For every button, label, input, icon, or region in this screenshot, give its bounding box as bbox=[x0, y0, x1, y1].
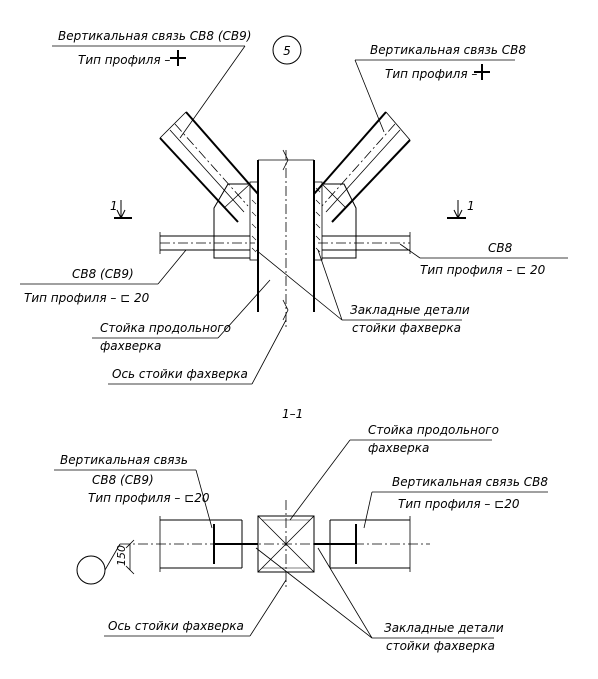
right-diagonal-brace bbox=[313, 111, 411, 223]
section-right-profile: Тип профиля – ⊏20 bbox=[398, 497, 520, 511]
central-post bbox=[257, 149, 315, 330]
sv8sv9-profile: Тип профиля – ⊏ 20 bbox=[24, 291, 150, 305]
section-left-title1: Вертикальная связь bbox=[60, 453, 188, 467]
left-diagonal-brace bbox=[159, 111, 259, 223]
section-post-line2: фахверка bbox=[368, 441, 429, 455]
gusset-plate-right bbox=[322, 183, 357, 259]
left-brace-title: Вертикальная связь СВ8 (СВ9) bbox=[58, 29, 251, 43]
embedded-plate-left bbox=[249, 181, 259, 261]
post-label-line2: фахверка bbox=[100, 339, 161, 353]
dimension-150: 150 bbox=[115, 539, 135, 575]
sv8-title: СВ8 bbox=[488, 241, 513, 255]
section-embedded-line2: стойки фахверка bbox=[386, 639, 495, 653]
sv8-profile: Тип профиля – ⊏ 20 bbox=[420, 263, 546, 277]
dimension-value: 150 bbox=[115, 545, 128, 566]
embedded-label-line2: стойки фахверка bbox=[352, 321, 461, 335]
section-cut-mark-right: 1 bbox=[447, 199, 475, 220]
left-horizontal-channel bbox=[159, 232, 255, 254]
angle-profile-icon bbox=[170, 50, 186, 66]
post-label-line1: Стойка продольного bbox=[100, 321, 231, 335]
section-post-line1: Стойка продольного bbox=[368, 423, 499, 437]
section-cut-mark-left: 1 bbox=[110, 199, 132, 220]
right-brace-title: Вертикальная связь СВ8 bbox=[370, 43, 526, 57]
cut-mark-label-left: 1 bbox=[110, 199, 118, 213]
right-brace-profile: Тип профиля – bbox=[385, 67, 477, 81]
gusset-plate-left bbox=[213, 183, 250, 259]
section-left-profile: Тип профиля – ⊏20 bbox=[88, 491, 210, 505]
cut-mark-label-right: 1 bbox=[467, 199, 475, 213]
axis-bubble bbox=[76, 555, 106, 585]
section-embedded-line1: Закладные детали bbox=[384, 621, 504, 635]
right-horizontal-channel bbox=[318, 232, 411, 254]
section-title: 1–1 bbox=[282, 407, 303, 421]
angle-profile-icon-right bbox=[474, 64, 490, 80]
axis-label-top: Ось стойки фахверка bbox=[112, 367, 248, 381]
node-number: 5 bbox=[283, 44, 291, 58]
node-number-marker: 5 bbox=[272, 35, 302, 65]
embedded-label-line1: Закладные детали bbox=[350, 303, 470, 317]
section-axis-label: Ось стойки фахверка bbox=[108, 619, 244, 633]
left-brace-profile: Тип профиля – bbox=[78, 53, 170, 67]
sv8sv9-title: СВ8 (СВ9) bbox=[72, 267, 134, 281]
section-left-title2: СВ8 (СВ9) bbox=[92, 473, 154, 487]
embedded-plate-right bbox=[313, 181, 323, 261]
section-right-title: Вертикальная связь СВ8 bbox=[392, 475, 548, 489]
